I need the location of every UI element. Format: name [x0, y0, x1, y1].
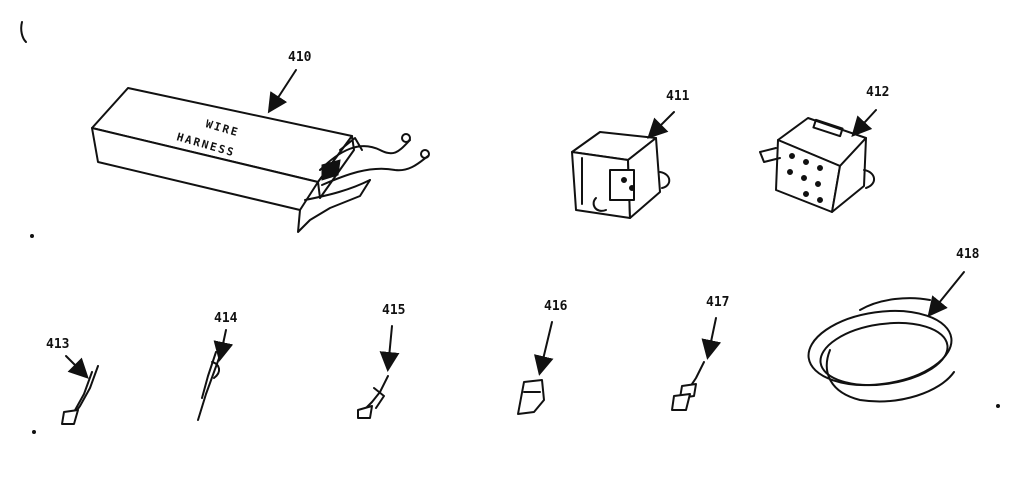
callout-arrow-418	[927, 271, 965, 318]
callout-arrow-411	[647, 111, 675, 139]
part-number-412: 412	[866, 85, 889, 100]
part-number-417: 417	[706, 295, 729, 310]
part-number-416: 416	[544, 299, 568, 314]
scan-dot	[32, 430, 36, 434]
terminal-415-part	[357, 375, 389, 419]
part-number-414: 414	[214, 311, 238, 326]
part-number-410: 410	[288, 50, 312, 65]
scan-mark	[20, 21, 27, 43]
part-number-413: 413	[46, 337, 69, 352]
callout-arrow-416	[534, 321, 554, 376]
part-number-415: 415	[382, 303, 405, 318]
callout-arrow-415	[379, 325, 400, 372]
callout-arrow-412	[851, 109, 877, 137]
wire-harness-part: WIRE HARNESS	[91, 87, 430, 233]
callout-arrow-410	[267, 69, 297, 114]
terminal-417-part	[671, 361, 705, 411]
part-number-418: 418	[956, 247, 980, 262]
connector-412-part	[759, 117, 875, 213]
callout-arrow-417	[701, 317, 722, 360]
scan-dot	[30, 234, 34, 238]
wire-coil-418-part	[807, 297, 955, 403]
callout-arrow-413	[65, 355, 89, 379]
terminal-413-part	[61, 365, 99, 425]
scan-dot	[996, 404, 1000, 408]
connector-411-part	[571, 131, 671, 219]
terminal-414-part	[197, 349, 223, 421]
callout-arrow-414	[213, 329, 234, 362]
part-number-411: 411	[666, 89, 690, 104]
terminal-416-part	[517, 379, 545, 415]
